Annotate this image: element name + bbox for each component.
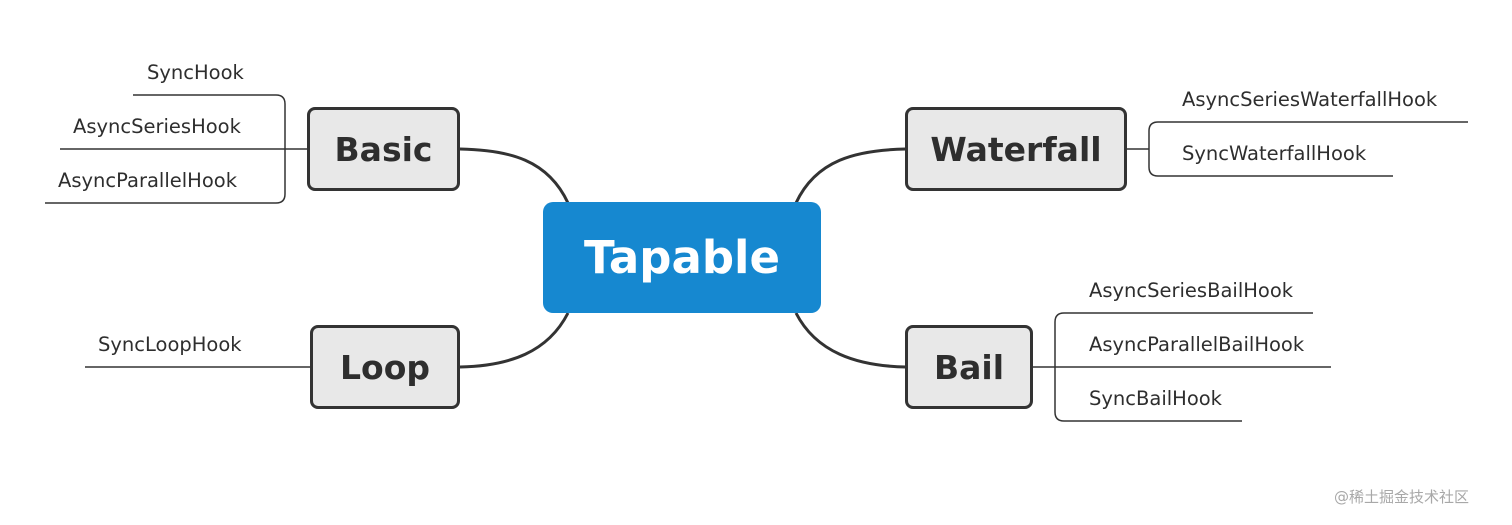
- subtopic-synclooophook[interactable]: SyncLoopHook: [98, 333, 242, 356]
- connector-bail-syncbailhook: [1054, 367, 1242, 422]
- connector-bail-asyncseriesbailhook: [1054, 312, 1313, 367]
- topic-bail-label: Bail: [933, 347, 1005, 387]
- subtopic-synchook[interactable]: SyncHook: [147, 61, 244, 84]
- topic-loop-label: Loop: [340, 347, 430, 387]
- topic-loop[interactable]: Loop: [310, 325, 460, 409]
- subtopic-syncbailhook[interactable]: SyncBailHook: [1089, 387, 1222, 410]
- topic-waterfall[interactable]: Waterfall: [905, 107, 1127, 191]
- topic-basic-label: Basic: [334, 129, 433, 169]
- subtopic-asyncserieswaterfallhook[interactable]: AsyncSeriesWaterfallHook: [1182, 88, 1438, 111]
- connector-waterfall-asyncserieswaterfallhook: [1148, 121, 1468, 149]
- connector-waterfall-syncwaterfallhook: [1148, 149, 1393, 177]
- subtopic-syncwaterfallhook[interactable]: SyncWaterfallHook: [1182, 142, 1367, 165]
- topic-waterfall-label: Waterfall: [930, 129, 1102, 169]
- subtopic-asyncserieshook[interactable]: AsyncSeriesHook: [73, 115, 241, 138]
- topic-basic[interactable]: Basic: [307, 107, 460, 191]
- subtopic-asyncparallelbailhook[interactable]: AsyncParallelBailHook: [1089, 333, 1305, 356]
- subtopic-asyncparallelhook[interactable]: AsyncParallelHook: [58, 169, 237, 192]
- watermark-text: @稀土掘金技术社区: [1334, 488, 1470, 506]
- connector-central-bail: [794, 312, 907, 369]
- connector-basic-synchook: [133, 94, 286, 149]
- topic-bail[interactable]: Bail: [905, 325, 1033, 409]
- connector-basic-asyncparallelhook: [45, 149, 286, 204]
- connector-central-loop: [459, 312, 570, 369]
- central-topic-tapable[interactable]: Tapable: [543, 202, 821, 313]
- connector-central-basic: [459, 147, 570, 204]
- connector-central-waterfall: [794, 147, 907, 204]
- subtopic-asyncseriesbailhook[interactable]: AsyncSeriesBailHook: [1089, 279, 1294, 302]
- central-topic-label: Tapable: [584, 231, 780, 284]
